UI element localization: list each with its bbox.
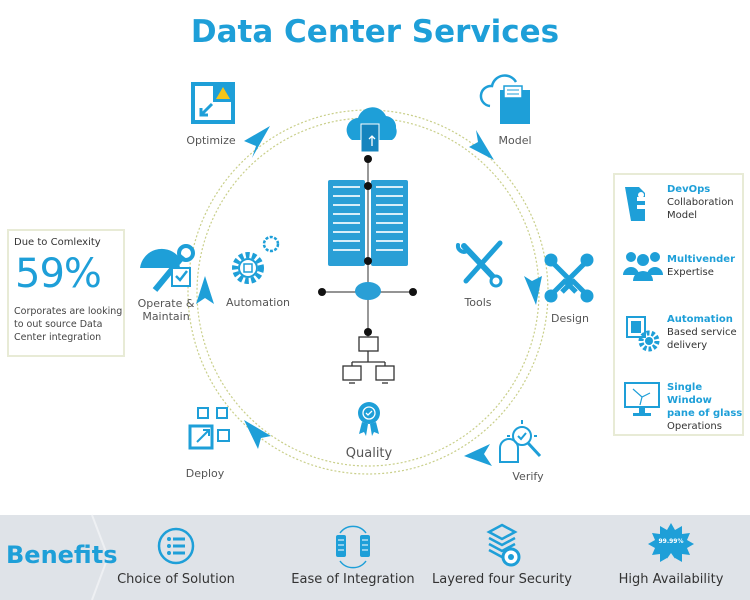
feature-text: Operations bbox=[667, 421, 722, 432]
stat-caption: Due to Comlexity bbox=[14, 237, 101, 248]
feature-highlight: Multivender bbox=[667, 254, 735, 265]
stage-label-operate-line1: Operate & bbox=[137, 297, 195, 310]
benefits-chevron bbox=[91, 514, 110, 600]
cloud-upload-icon bbox=[346, 107, 397, 153]
service-cycle-diagram bbox=[140, 74, 594, 475]
network-computers-icon bbox=[342, 336, 395, 384]
benefit-choice-of-solution: Choice of Solution bbox=[96, 515, 256, 600]
page-title: Data Center Services bbox=[190, 14, 560, 50]
feature-automation: Automation Based service delivery bbox=[621, 311, 743, 361]
feature-highlight-line2: pane of glass bbox=[667, 408, 743, 419]
deploy-arrows-icon bbox=[188, 407, 230, 450]
benefit-label: Layered four Security bbox=[432, 572, 572, 587]
cycle-arrow-icon bbox=[196, 276, 214, 304]
magnifier-check-icon bbox=[499, 420, 542, 463]
stage-label-verify: Verify bbox=[512, 470, 544, 483]
cycle-arrow-icon bbox=[244, 420, 271, 449]
joomla-knot-icon bbox=[544, 253, 594, 303]
layers-shield-icon bbox=[486, 523, 521, 567]
stage-label-design: Design bbox=[551, 312, 589, 325]
stage-label-optimize: Optimize bbox=[186, 134, 236, 147]
cycle-arrow-icon bbox=[244, 126, 270, 158]
feature-text: Expertise bbox=[667, 267, 714, 278]
cloud-folder-icon bbox=[479, 74, 530, 124]
hardhat-wrench-icon bbox=[140, 244, 195, 292]
inner-label-tools: Tools bbox=[464, 296, 492, 309]
optimize-warning-icon bbox=[191, 82, 235, 124]
starburst-badge-icon: 99.99% bbox=[648, 523, 694, 569]
feature-single-window: Single Window pane of glass Operations bbox=[621, 379, 743, 432]
feature-text: Collaboration bbox=[667, 197, 734, 208]
servers-sync-icon bbox=[336, 525, 370, 569]
benefit-ease-of-integration: Ease of Integration bbox=[273, 515, 433, 600]
inner-label-automation: Automation bbox=[225, 296, 291, 309]
availability-badge-text: 99.99% bbox=[659, 538, 684, 545]
feature-highlight: Automation bbox=[667, 314, 733, 325]
devops-hand-icon bbox=[625, 187, 645, 221]
feature-text: delivery bbox=[667, 340, 708, 351]
stage-label-operate: Operate & Maintain bbox=[126, 297, 206, 323]
feature-devops: DevOps Collaboration Model bbox=[621, 181, 743, 231]
benefit-label: Choice of Solution bbox=[117, 572, 235, 587]
benefit-label: Ease of Integration bbox=[291, 572, 415, 587]
quality-badge-icon bbox=[358, 402, 380, 436]
feature-text: Based service bbox=[667, 327, 737, 338]
stage-label-operate-line2: Maintain bbox=[142, 310, 190, 323]
cycle-arrow-icon bbox=[524, 276, 542, 305]
features-panel: DevOps Collaboration Model Multivender E… bbox=[613, 173, 744, 436]
benefits-title: Benefits bbox=[6, 541, 118, 569]
feature-multivender: Multivender Expertise bbox=[621, 245, 743, 295]
feature-highlight: Single Window bbox=[667, 382, 712, 406]
benefit-layered-security: Layered four Security bbox=[422, 515, 582, 600]
benefit-label: High Availability bbox=[618, 572, 724, 587]
benefit-high-availability: 99.99% High Availability bbox=[591, 515, 750, 600]
cycle-arrow-icon bbox=[464, 444, 492, 466]
stage-label-model: Model bbox=[498, 134, 532, 147]
server-rack-icon bbox=[328, 180, 408, 266]
feature-highlight: DevOps bbox=[667, 184, 711, 195]
stat-description: Corporates are looking to out source Dat… bbox=[14, 306, 123, 343]
cycle-arrow-icon bbox=[469, 130, 494, 160]
gear-chip-icon bbox=[232, 235, 280, 284]
benefits-bar: Benefits Choice of Solution Ease of Inte… bbox=[0, 514, 750, 600]
people-group-icon bbox=[623, 252, 663, 281]
list-circle-icon bbox=[157, 527, 195, 565]
router-icon bbox=[355, 282, 381, 300]
complexity-stat-box: Due to Comlexity 59% Corporates are look… bbox=[7, 229, 125, 357]
wrench-screwdriver-icon bbox=[455, 240, 503, 288]
inner-label-quality: Quality bbox=[345, 446, 393, 461]
stat-value: 59% bbox=[15, 251, 102, 297]
chip-gear-icon bbox=[626, 316, 660, 352]
feature-text: Model bbox=[667, 210, 698, 221]
monitor-network-icon bbox=[624, 382, 660, 416]
stage-label-deploy: Deploy bbox=[185, 467, 225, 480]
